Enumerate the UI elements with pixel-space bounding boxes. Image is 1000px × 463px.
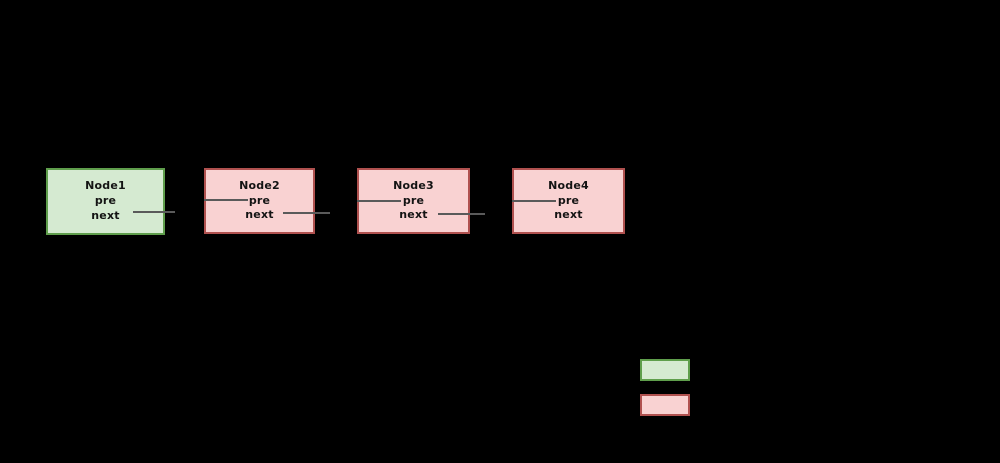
node2-next-stub xyxy=(283,212,330,214)
node1-field-pre: pre xyxy=(94,194,117,208)
node3-pre-stub xyxy=(357,200,401,202)
node3-field-next: next xyxy=(399,208,428,222)
node-box-node1[interactable]: Node1 pre next xyxy=(46,168,165,235)
node2-field-next: next xyxy=(245,208,274,222)
node4-pre-stub xyxy=(512,200,556,202)
node4-field-next: next xyxy=(554,208,583,222)
node1-field-next: next xyxy=(91,208,120,222)
node3-field-pre: pre xyxy=(402,193,425,207)
node4-field-pre: pre xyxy=(557,193,580,207)
node1-next-stub xyxy=(133,211,175,213)
node2-title: Node2 xyxy=(239,178,280,192)
node-box-node2[interactable]: Node2 pre next xyxy=(204,168,315,234)
node3-next-stub xyxy=(438,213,485,215)
legend-swatch-green xyxy=(640,359,690,381)
legend-swatch-pink xyxy=(640,394,690,416)
node1-title: Node1 xyxy=(85,179,126,193)
node2-field-pre: pre xyxy=(248,193,271,207)
node2-pre-stub xyxy=(204,199,248,201)
node4-title: Node4 xyxy=(548,178,589,192)
node3-title: Node3 xyxy=(393,178,434,192)
